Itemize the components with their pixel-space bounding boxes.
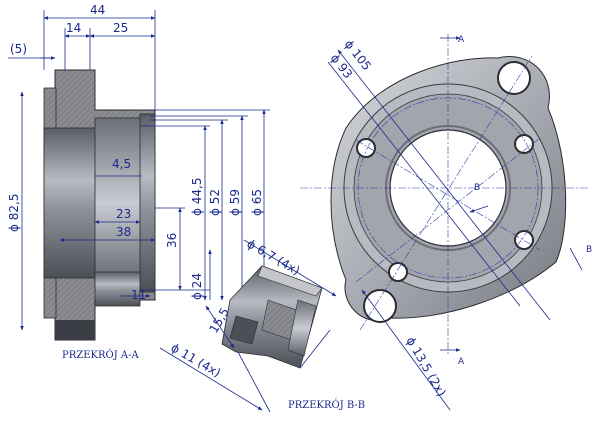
dim-14: 14 <box>66 21 81 35</box>
bolt-hole-3 <box>514 230 534 250</box>
dim-82-5: ϕ 82,5 <box>7 194 21 232</box>
section-mark-b-right: B <box>586 245 592 255</box>
bolt-hole-4 <box>388 262 408 282</box>
caption-section-bb: PRZEKRÓJ B-B <box>288 399 365 411</box>
dim-59: ϕ 59 <box>228 189 242 216</box>
dim-11-4x: ϕ 11 (4x) <box>169 340 224 380</box>
dim-25: 25 <box>113 21 128 35</box>
mount-hole-top <box>497 61 531 95</box>
bolt-hole-2 <box>514 134 534 154</box>
section-aa-recess <box>139 113 156 293</box>
caption-section-aa: PRZEKRÓJ A-A <box>62 349 139 361</box>
bolt-hole-1 <box>356 138 376 158</box>
section-mark-a-top: A <box>458 35 465 45</box>
dim-13-5: ϕ 13,5 (2x) <box>403 335 448 399</box>
mount-hole-bottom <box>363 289 397 323</box>
section-aa-view: 44 14 25 (5) ϕ 82,5 4,5 23 38 36 11 ϕ 44… <box>7 3 270 361</box>
dim-44: 44 <box>90 3 105 17</box>
dim-44-5: ϕ 44,5 <box>190 178 204 216</box>
section-aa-bolt-hole <box>94 271 141 307</box>
front-view: ϕ 105 ϕ 93 ϕ 13,5 (2x) A A B B <box>300 34 592 411</box>
dim-65: ϕ 65 <box>250 189 264 216</box>
dim-23: 23 <box>116 207 131 221</box>
dim-5: (5) <box>10 42 27 56</box>
section-mark-b-center: B <box>474 183 480 193</box>
section-aa-foot <box>55 320 95 340</box>
dim-36: 36 <box>165 233 179 248</box>
section-bb-top-face <box>257 265 323 297</box>
section-mark-a-bottom: A <box>458 357 465 367</box>
dim-38: 38 <box>116 225 131 239</box>
section-bb-counterbore <box>287 299 317 357</box>
section-bb-view: ϕ 6,7 (4x) 15,5 ϕ 11 (4x) PRZEKRÓJ B-B <box>159 236 365 413</box>
section-aa-counterbore <box>94 117 146 289</box>
dim-11: 11 <box>131 288 146 302</box>
bolt-circle <box>357 97 539 279</box>
dim-52: ϕ 52 <box>208 189 222 216</box>
dim-4-5: 4,5 <box>112 157 131 171</box>
dim-24: ϕ 24 <box>190 273 204 300</box>
